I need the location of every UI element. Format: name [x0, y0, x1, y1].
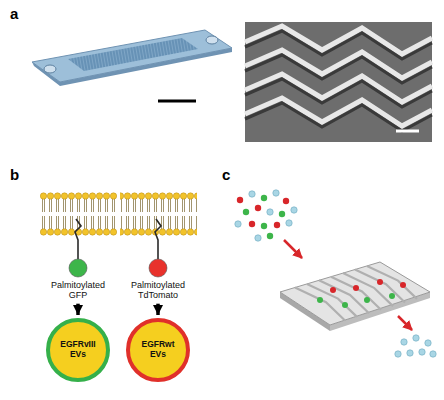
fluorescent-protein: Palmitoylated TdTomato [122, 258, 194, 301]
arrow-connector [156, 304, 160, 315]
scale-bar [396, 130, 419, 133]
arrow-connector [76, 304, 80, 315]
panel-letter: c [222, 166, 230, 183]
palmitoyl-anchor [155, 219, 161, 259]
sem-image [245, 22, 432, 142]
flow-arrow [398, 316, 412, 330]
herringbone-ridge [245, 98, 432, 131]
scale-bar [158, 100, 196, 103]
outlet-port [206, 36, 218, 44]
fluorescent-protein: Palmitoylated GFP [42, 258, 114, 301]
output-particles [395, 335, 436, 357]
chip-photo [32, 30, 232, 101]
flow-arrow [284, 240, 302, 258]
protein-dot [122, 258, 194, 278]
channel-array [68, 38, 198, 71]
palmitoyl-anchor [75, 219, 81, 259]
input-particles [235, 190, 297, 241]
protein-label: Palmitoylated TdTomato [122, 278, 194, 301]
vesicle-circle: EGFRwt EVs [126, 318, 190, 382]
vesicle-label: EGFRvIII EVs [50, 340, 106, 360]
panel-letter: b [10, 166, 19, 183]
protein-dot [42, 258, 114, 278]
sem-background [245, 22, 432, 142]
vesicle-label: EGFRwt EVs [130, 340, 186, 360]
protein-label: Palmitoylated GFP [42, 278, 114, 301]
protein-dot [69, 259, 87, 277]
vesicle-circle: EGFRvIII EVs [46, 318, 110, 382]
panel-letter: a [10, 5, 18, 22]
protein-dot [149, 259, 167, 277]
inlet-port [44, 65, 56, 73]
herringbone-chip [280, 262, 430, 331]
